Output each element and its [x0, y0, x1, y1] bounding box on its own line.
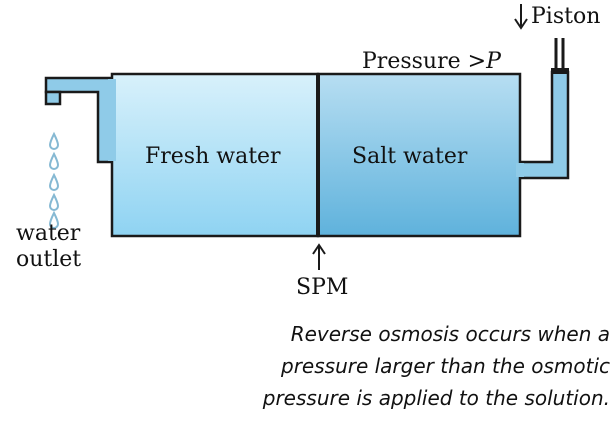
water-drop-icon [48, 210, 60, 229]
membrane-label: SPM [296, 275, 349, 300]
caption-line: pressure is applied to the solution. [262, 386, 610, 410]
caption-line: Reverse osmosis occurs when a [290, 322, 610, 346]
outlet-opening [108, 79, 116, 161]
salt-water-label: Salt water [352, 144, 468, 169]
piston-label: Piston [531, 4, 601, 29]
water-drop-icon [48, 192, 60, 211]
pressure-label-text: Pressure > [362, 49, 487, 74]
figure-caption: Reverse osmosis occurs when a pressure l… [140, 318, 610, 414]
piston-arrow-head [514, 18, 528, 30]
outlet-label-line2: outlet [16, 247, 82, 272]
piston-pipe [518, 70, 570, 180]
piston-head [551, 68, 569, 74]
pressure-label: Pressure >P [362, 50, 501, 74]
membrane-arrow-head [312, 243, 326, 255]
salt-water-chamber [316, 72, 522, 238]
outlet-spout [44, 90, 62, 106]
water-drop-icon [48, 151, 60, 170]
water-drop-icon [48, 131, 60, 150]
piston-opening [516, 163, 524, 177]
water-drop-icon [48, 172, 60, 191]
fresh-water-label: Fresh water [145, 144, 281, 169]
outlet-label-line1: water [16, 221, 81, 246]
pressure-variable: P [486, 49, 501, 74]
caption-line: pressure larger than the osmotic [281, 354, 610, 378]
water-drops [48, 131, 60, 229]
